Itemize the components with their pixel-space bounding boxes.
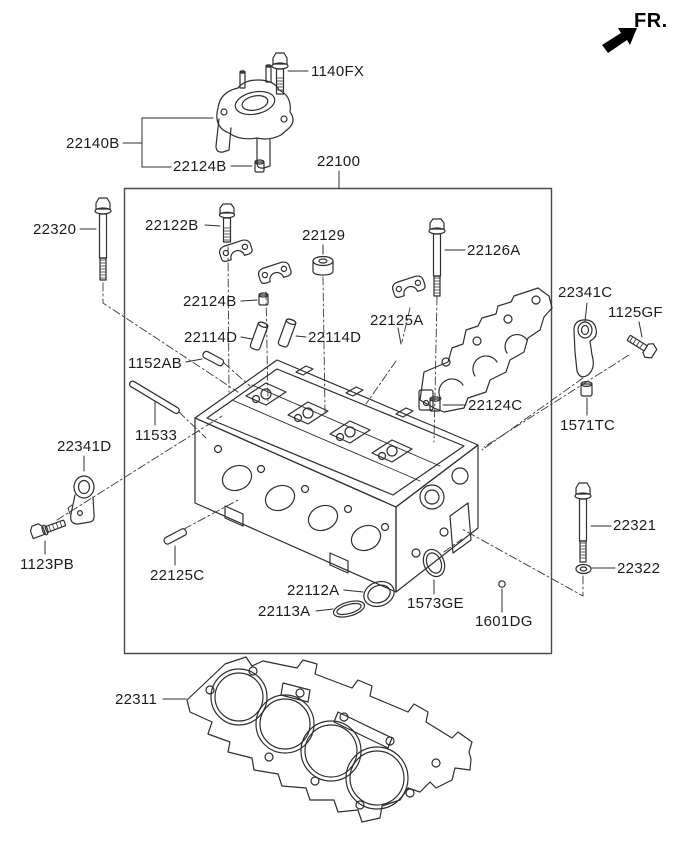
part-22114d-guide-left	[249, 321, 269, 351]
part-label-22321[interactable]: 22321	[613, 517, 657, 534]
part-label-1125gf[interactable]: 1125GF	[608, 304, 663, 321]
part-label-22320[interactable]: 22320	[33, 221, 77, 238]
part-22114d-guide-right	[277, 318, 297, 348]
part-camshaft-cap-1	[218, 239, 253, 262]
part-22124b-dowel-top	[254, 159, 265, 173]
part-22124c-dowel	[429, 396, 441, 412]
part-label-22129[interactable]: 22129	[302, 227, 346, 244]
part-label-22125c[interactable]: 22125C	[150, 567, 205, 584]
part-11533-rod	[128, 380, 180, 414]
part-22125c-pin	[163, 528, 188, 545]
part-22122b-bolt	[218, 203, 236, 243]
part-label-22122b[interactable]: 22122B	[145, 217, 199, 234]
part-22129-plug	[312, 255, 334, 276]
part-22322-washer	[575, 563, 592, 575]
part-1571tc-cap	[580, 381, 593, 397]
part-label-1123pb[interactable]: 1123PB	[20, 556, 75, 573]
part-22125a-cap	[391, 275, 426, 298]
part-label-22341c[interactable]: 22341C	[558, 284, 613, 301]
part-label-22125a[interactable]: 22125A	[370, 312, 424, 329]
part-22126a-bolt	[428, 218, 446, 297]
part-cylinder-head	[194, 359, 479, 593]
part-cam-cap-ladder	[418, 287, 553, 413]
part-label-22311[interactable]: 22311	[115, 691, 158, 708]
part-label-22114d-right[interactable]: 22114D	[308, 329, 362, 346]
leader-lines	[44, 70, 643, 700]
part-22311-gasket	[186, 656, 473, 823]
part-label-22341d[interactable]: 22341D	[57, 438, 112, 455]
part-label-1140fx[interactable]: 1140FX	[311, 63, 365, 80]
part-22140b-bracket	[215, 64, 294, 169]
part-22341c-bracket	[573, 319, 597, 378]
assembly-box	[123, 187, 553, 655]
part-label-1571tc[interactable]: 1571TC	[560, 417, 616, 434]
fr-arrow-icon	[602, 28, 637, 53]
part-label-11533[interactable]: 11533	[135, 427, 178, 444]
part-label-22140b[interactable]: 22140B	[66, 135, 120, 152]
part-label-22124b-top[interactable]: 22124B	[173, 158, 227, 175]
part-label-22113a[interactable]: 22113A	[258, 603, 311, 620]
part-label-1601dg[interactable]: 1601DG	[475, 613, 533, 630]
part-1125gf-bolt	[626, 334, 658, 359]
part-label-22126a[interactable]: 22126A	[467, 242, 521, 259]
part-1140fx-bolt	[271, 52, 289, 95]
part-label-22124b-mid[interactable]: 22124B	[183, 293, 237, 310]
part-22320-bolt	[94, 197, 112, 281]
part-22341d-bracket	[67, 475, 95, 525]
part-1123pb-bolt	[29, 519, 67, 540]
part-label-22322[interactable]: 22322	[617, 560, 661, 577]
part-label-1152ab[interactable]: 1152AB	[128, 355, 183, 372]
part-1601dg-ball	[498, 580, 506, 588]
assembly-dash-lines	[56, 246, 630, 597]
part-label-1573ge[interactable]: 1573GE	[407, 595, 464, 612]
part-1152ab-pin	[202, 350, 225, 367]
part-22124b-dowel-mid	[258, 292, 269, 306]
fr-direction-label: FR.	[634, 10, 668, 32]
part-22113a-oring	[332, 600, 366, 618]
part-label-22124c[interactable]: 22124C	[468, 397, 523, 414]
part-1573ge-seal	[422, 548, 446, 578]
part-22112a-seal	[363, 580, 395, 608]
part-label-22114d-left[interactable]: 22114D	[184, 329, 238, 346]
part-22321-bolt	[574, 482, 592, 563]
part-camshaft-cap-2	[257, 261, 292, 284]
part-label-22100[interactable]: 22100	[317, 153, 361, 170]
part-label-22112a[interactable]: 22112A	[287, 582, 340, 599]
